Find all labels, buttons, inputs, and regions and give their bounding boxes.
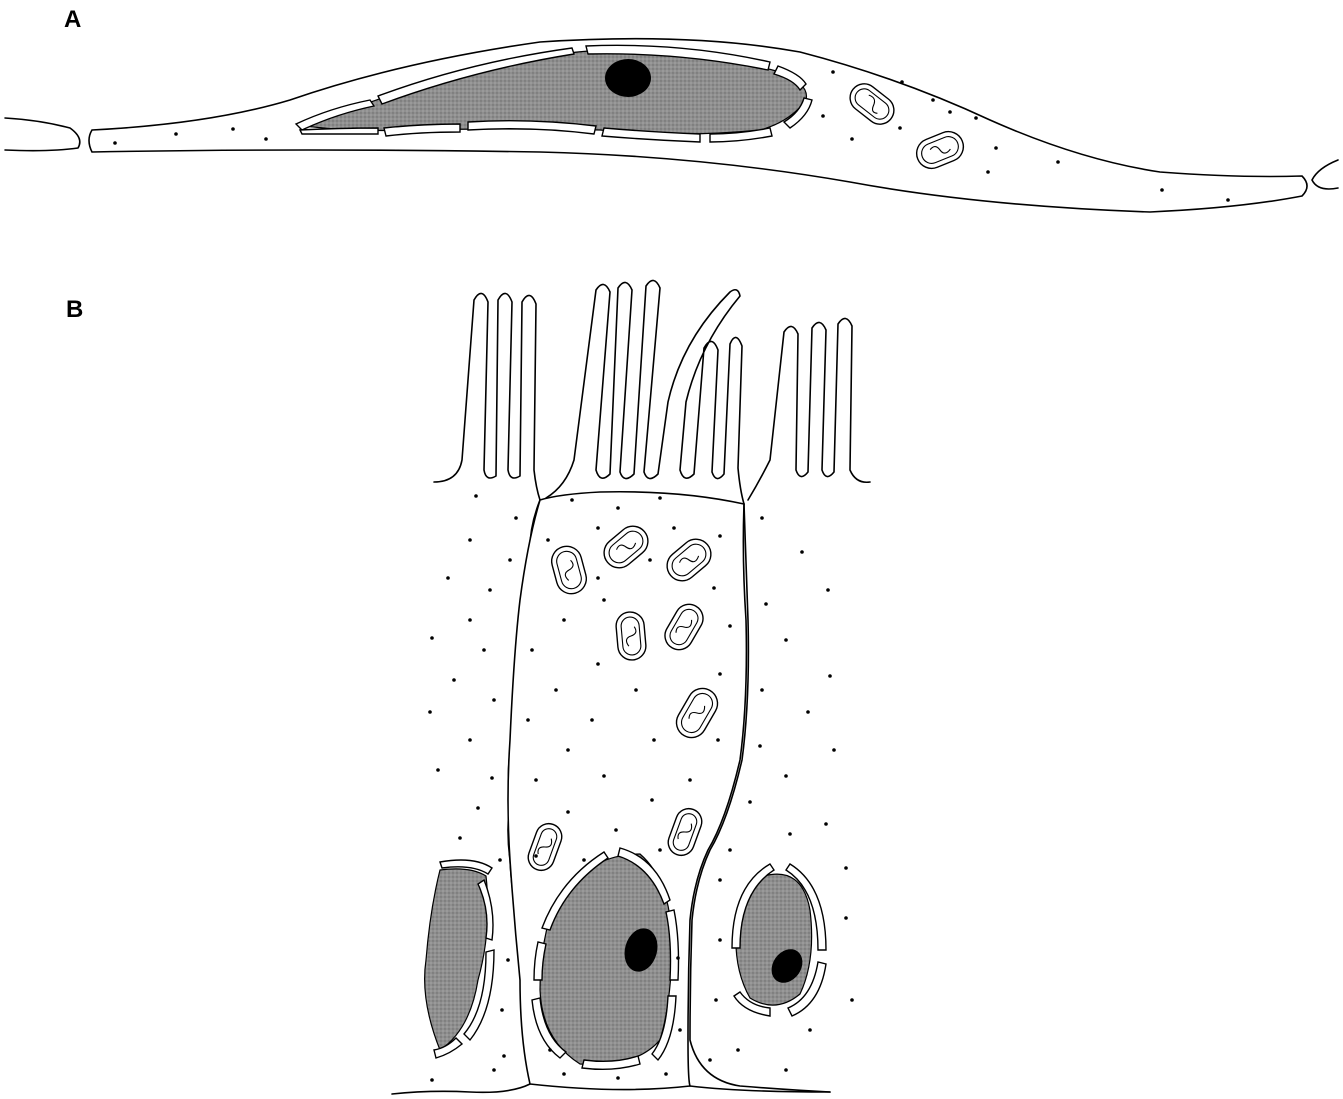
neighbor-cell-left bbox=[5, 118, 80, 151]
basal-membrane-left bbox=[392, 1084, 530, 1094]
nucleolus-a bbox=[605, 59, 651, 97]
panel-a-squamous-cell bbox=[5, 39, 1338, 212]
neighbor-cell-right bbox=[1312, 160, 1338, 189]
microvilli bbox=[434, 280, 870, 504]
panel-b-columnar-epithelium bbox=[392, 280, 870, 1094]
